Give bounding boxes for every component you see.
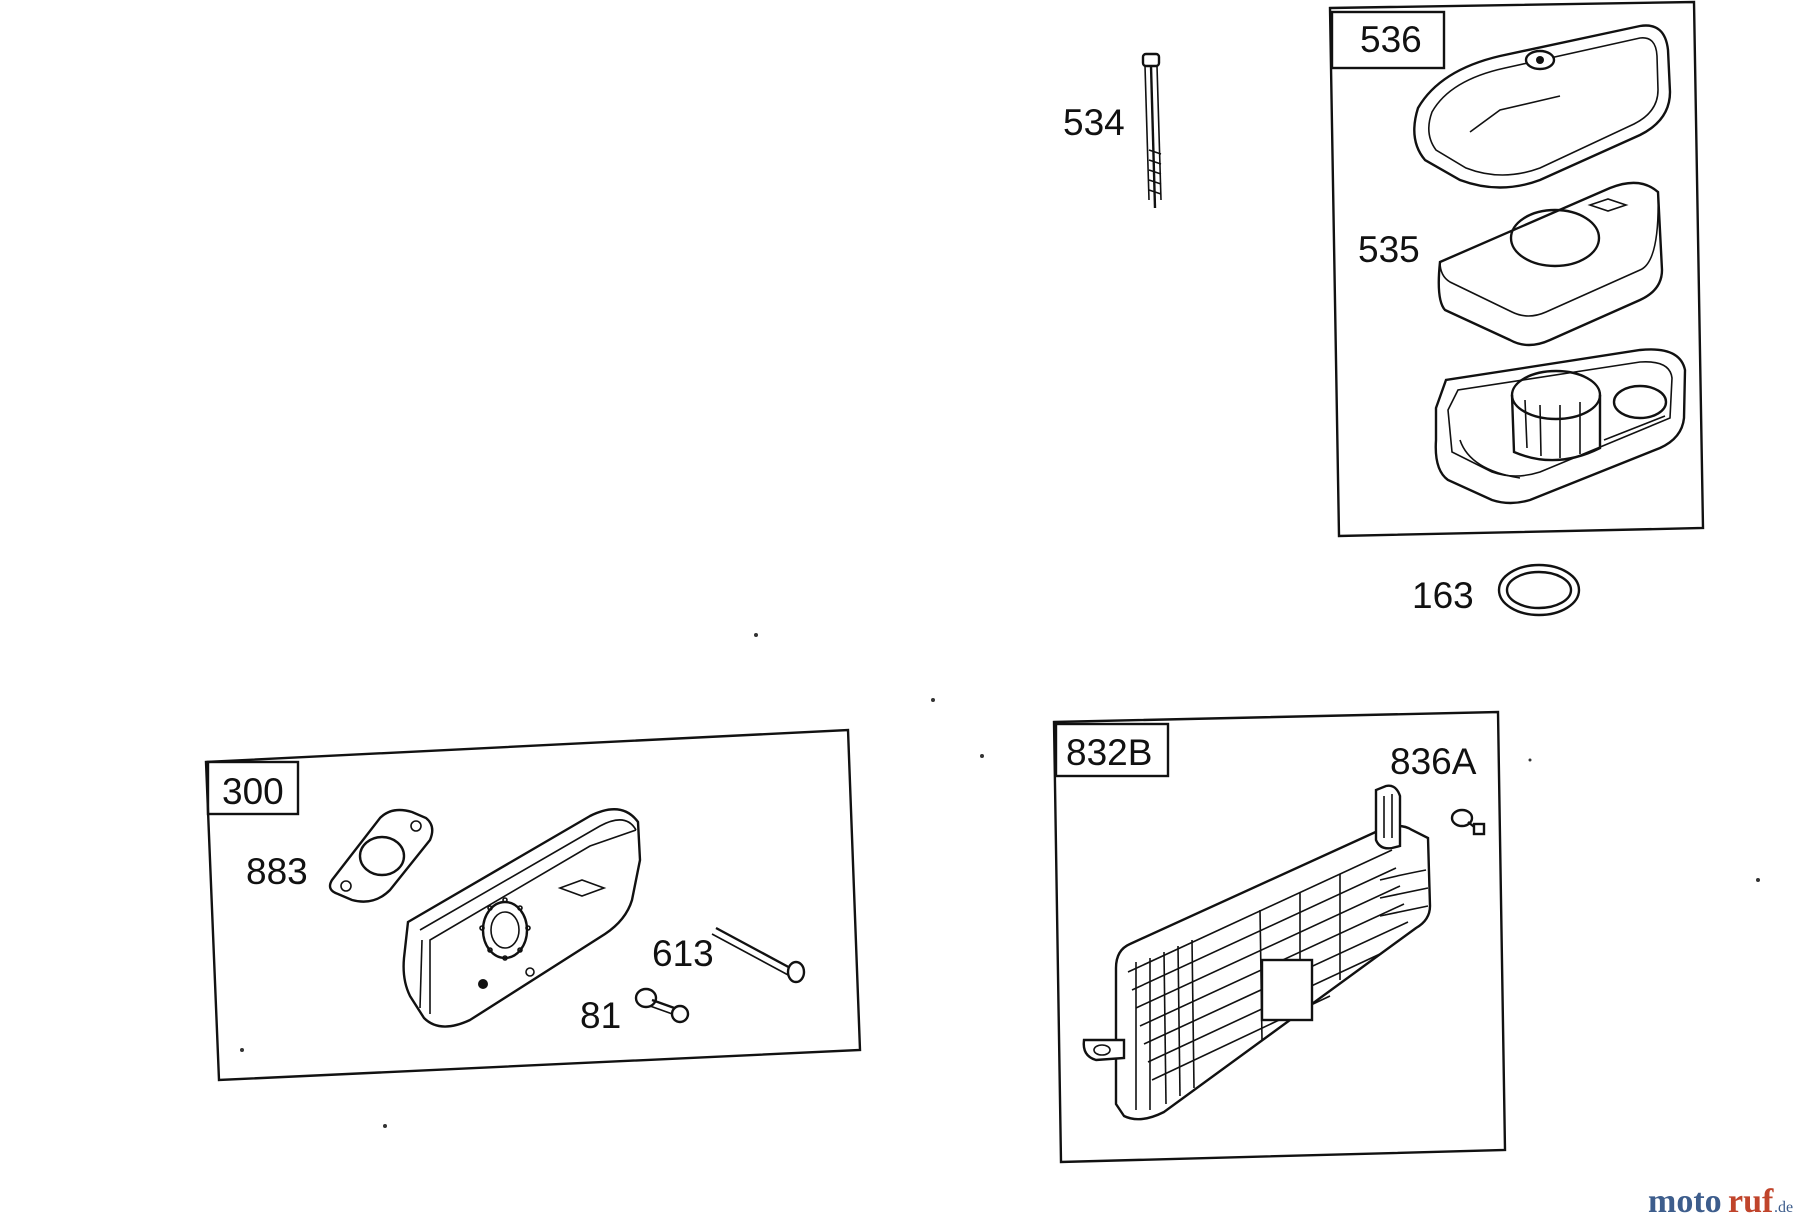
air-cleaner-base [1434,348,1687,505]
screw-613 [711,926,806,984]
scan-specks [240,633,1760,1128]
air-cleaner-cover [1413,24,1672,189]
watermark-part1: moto [1648,1183,1722,1220]
muffler-box [204,728,862,1082]
bolt-81 [634,987,690,1024]
air-cleaner-box [1328,0,1705,538]
label-883: 883 [246,851,308,892]
muffler-guard-box [1052,710,1507,1164]
watermark-part2: ruf [1728,1183,1774,1220]
screw-836a [1450,808,1486,836]
label-613: 613 [652,933,714,974]
watermark-suffix: .de [1774,1199,1793,1216]
air-filter [1437,181,1664,347]
label-535: 535 [1358,229,1420,270]
label-534: 534 [1063,102,1125,143]
label-300: 300 [222,771,284,812]
label-163: 163 [1412,575,1474,616]
label-536: 536 [1360,19,1422,60]
watermark-logo: moto ruf .de [1648,1183,1793,1220]
label-81: 81 [580,995,621,1036]
muffler-guard [1082,784,1432,1121]
label-832b: 832B [1066,732,1152,773]
muffler-body [402,808,642,1028]
label-836a: 836A [1390,741,1477,782]
gasket-883 [328,808,434,903]
bolt-534 [1141,52,1162,209]
sealing-ring-163 [1497,563,1581,617]
